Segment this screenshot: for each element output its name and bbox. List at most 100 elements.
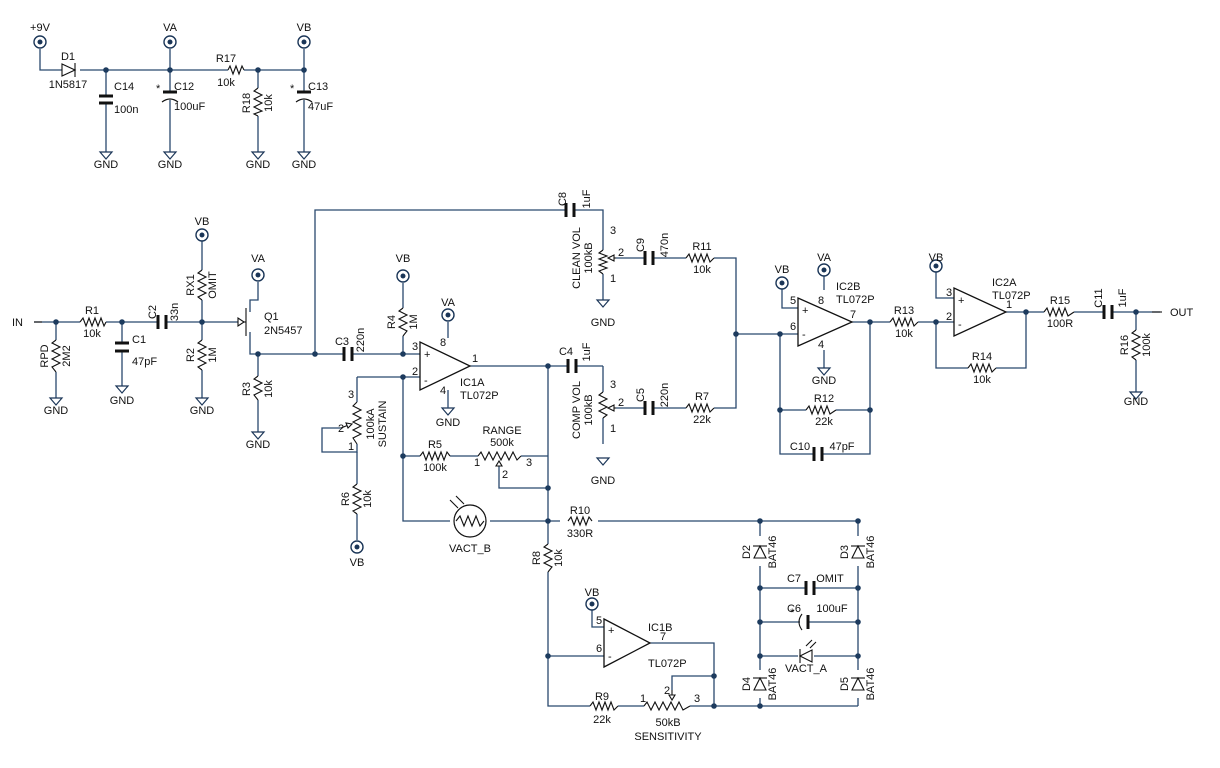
ground-symbol: GND [110,385,134,407]
rpd-ref: RPD [39,344,51,367]
opamp-ic2b: + - 5 6 7 8 4 IC2B TL072P [790,281,875,351]
ic2b-plus: + [802,305,808,317]
ground-symbol: GND [190,397,214,417]
power-pad-vb: VB [195,216,209,242]
range-ref: RANGE [482,425,521,437]
ground-symbol: GND [1124,391,1148,408]
vb-label: VB [396,253,411,265]
ground-symbol: GND [94,151,119,171]
ic1a-minus: - [424,375,428,387]
vact-a-ref: VACT_A [785,663,828,675]
resistor-r16: R16 100k [1119,329,1153,361]
ground-symbol: GND [44,397,68,417]
d1-ref: D1 [61,51,75,63]
r15-value: 100R [1047,318,1073,330]
d5-value: BAT46 [865,668,877,701]
c6-ref: C6 [787,603,801,615]
gnd-label: GND [94,159,119,171]
capacitor-c14: C14 100n [99,81,138,116]
r10-value: 330R [567,528,593,540]
output-port: OUT [1152,307,1194,319]
ground-symbol: GND [292,151,316,171]
gnd-label: GND [246,159,271,171]
sustain-pin2: 2 [338,423,344,435]
r4-value: 1M [408,314,420,329]
vb-label: VB [585,587,600,599]
c13-polarity: * [290,83,295,95]
c8-value: 1uF [581,189,593,208]
ic2b-pin5: 5 [790,295,796,307]
r13-value: 10k [895,328,913,340]
power-pad-va: VA [817,252,832,277]
c4-ref: C4 [559,346,573,358]
comp-vol-ref: COMP VOL [571,381,583,439]
power-pad-va: VA [163,22,178,49]
r9-ref: R9 [595,691,609,703]
c1-value: 47pF [132,356,157,368]
r12-ref: R12 [814,393,834,405]
sensitivity-pin3: 3 [694,693,700,705]
ldr-vact-b: VACT_B [449,495,491,555]
r10-ref: R10 [570,505,590,517]
c10-ref: C10 [790,441,810,453]
ground-symbol: GND [812,367,836,387]
ic1a-plus: + [424,349,430,361]
c8-ref: C8 [557,192,569,206]
r17-value: 10k [217,77,235,89]
ground-symbol: GND [246,151,271,171]
junctions [53,67,1139,709]
c14-ref: C14 [114,81,134,93]
led-vact-a: VACT_A [785,639,828,675]
r2-value: 1M [207,347,219,362]
c7-ref: C7 [787,573,801,585]
r9-value: 22k [593,714,611,726]
power-pad-vin: +9V [30,22,51,49]
potentiometer-range: 1 2 3 RANGE 500k [474,425,532,481]
ic1a-pin8: 8 [440,337,446,349]
sustain-pin3: 3 [348,389,354,401]
ground-symbol: GND [158,151,182,171]
power-pad-vb: VB [929,252,944,273]
potentiometer-comp-vol: 3 2 1 COMP VOL 100kB [571,379,624,439]
c13-value: 47uF [308,101,333,113]
ic2b-pin4: 4 [818,339,824,351]
r1-value: 10k [83,328,101,340]
d1-value: 1N5817 [49,79,88,91]
ic1a-pin4: 4 [440,385,446,397]
c1-ref: C1 [132,334,146,346]
r2-ref: R2 [185,348,197,362]
diode-d1: D1 1N5817 [49,51,88,91]
va-label: VA [251,253,266,265]
c11-value: 1uF [1117,288,1129,307]
clean-vol-ref: CLEAN VOL [571,227,583,289]
va-label: VA [441,297,456,309]
comp-vol-pin1: 1 [610,423,616,435]
ic2a-pin1: 1 [1006,299,1012,311]
capacitor-c4: C4 1uF [559,342,593,373]
potentiometer-sustain: 3 2 1 100kA SUSTAIN [338,389,389,453]
q1-ref: Q1 [264,311,279,323]
c2-value: 33n [169,303,181,321]
ic2a-ref: IC2A [992,277,1017,289]
power-pad-va: VA [251,253,266,282]
d2-value: BAT46 [767,536,779,569]
potentiometer-clean-vol: 3 2 1 CLEAN VOL 100kB [571,225,624,289]
resistor-r7: R7 22k [685,391,715,426]
r18-value: 10k [263,94,275,112]
c13-ref: C13 [308,81,328,93]
resistor-r5: R5 100k [419,439,451,474]
opamp-ic1b: + - 5 6 7 IC1B TL072P [596,615,687,670]
capacitor-c9: C9 470n [635,233,671,265]
ic2b-pin6: 6 [790,321,796,333]
r16-value: 100k [1141,333,1153,357]
comp-vol-value: 100kB [583,394,595,425]
resistor-rx1: RX1 OMIT [185,269,219,301]
power-pad-vb: VB [396,253,411,283]
resistor-r1: R1 10k [79,305,107,340]
opamp-ic2a: + - 3 2 1 IC2A TL072P [946,277,1031,338]
resistor-r2: R2 1M [185,339,219,371]
vb-label: VB [775,264,790,276]
diode-d3: D3 BAT46 [839,536,877,569]
ground-symbol: GND [246,431,270,451]
vb-label: VB [929,252,944,264]
